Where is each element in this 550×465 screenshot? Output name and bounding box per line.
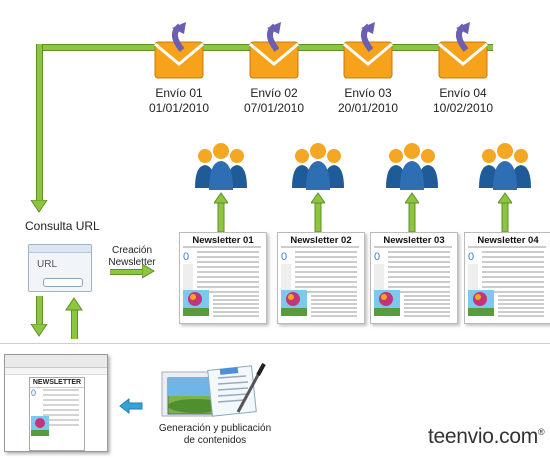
url-input-bar	[43, 278, 83, 287]
separator-line	[0, 343, 550, 344]
url-browser-titlebar	[29, 245, 91, 253]
newsletter-title-4: Newsletter 04	[477, 235, 539, 246]
newsletter-content-art: 0	[281, 246, 359, 317]
send-label-1: Envío 01	[155, 86, 203, 100]
envelope-icon	[154, 22, 204, 79]
newsletter-content-art: 0	[183, 246, 261, 317]
consulta-url-label: Consulta URL	[25, 219, 100, 233]
send-label-4: Envío 04	[439, 86, 487, 100]
send-date-3: 20/01/2010	[337, 101, 399, 115]
browser-newsletter-page: NEWSLETTER	[29, 377, 85, 451]
content-generation-icon	[161, 363, 266, 417]
newsletter-content-art: 0	[374, 246, 452, 317]
people-group-icon	[195, 143, 247, 190]
send-date-4: 10/02/2010	[432, 101, 494, 115]
svg-text:0: 0	[281, 251, 287, 263]
up-arrow-to-people	[214, 192, 228, 232]
up-arrow-to-people	[405, 192, 419, 232]
up-arrow-to-people	[498, 192, 512, 232]
browser-window: NEWSLETTER	[4, 354, 108, 452]
svg-text:0: 0	[183, 251, 189, 263]
send-label-3: Envío 03	[344, 86, 392, 100]
envelope-icon	[343, 22, 393, 79]
down-arrow-to-consulta	[30, 200, 48, 213]
brand-registered-mark: ®	[537, 427, 545, 437]
newsletter-title-3: Newsletter 03	[383, 235, 445, 246]
url-box-label: URL	[37, 259, 58, 270]
newsletter-title-1: Newsletter 01	[192, 235, 254, 246]
browser-toolbar-2	[5, 368, 107, 375]
envelope-icon	[438, 22, 488, 79]
svg-text:0: 0	[468, 251, 474, 263]
send-label-2: Envío 02	[250, 86, 298, 100]
down-arrow-shaft	[36, 296, 43, 326]
blue-left-arrow	[119, 397, 143, 415]
brand-name: teenvio.com	[428, 425, 538, 448]
send-date-2: 07/01/2010	[243, 101, 305, 115]
up-arrow-shaft	[71, 309, 78, 339]
envelope-icon	[249, 22, 299, 79]
people-group-icon	[479, 143, 531, 190]
newsletter-title-2: Newsletter 02	[290, 235, 352, 246]
brand-logo: teenvio.com®	[428, 425, 545, 449]
svg-text:0: 0	[374, 251, 380, 263]
creacion-arrow-head	[142, 263, 155, 279]
browser-newsletter-art: 0	[31, 388, 79, 436]
up-arrow-to-people	[311, 192, 325, 232]
newsletter-content-art: 0	[468, 246, 546, 317]
browser-newsletter-title: NEWSLETTER	[30, 378, 84, 388]
up-arrow-head	[65, 297, 83, 311]
generacion-label: Generación y publicación de contenidos	[158, 423, 272, 446]
people-group-icon	[292, 143, 344, 190]
send-date-1: 01/01/2010	[148, 101, 210, 115]
svg-text:0: 0	[31, 388, 36, 398]
people-group-icon	[386, 143, 438, 190]
creacion-newsletter-label: Creación Newsletter	[108, 245, 156, 268]
down-arrow-head	[30, 324, 48, 337]
creacion-arrow-shaft	[110, 269, 144, 275]
left-connector-line	[36, 44, 43, 206]
url-browser-box: URL	[28, 244, 92, 292]
browser-toolbar	[5, 355, 107, 368]
